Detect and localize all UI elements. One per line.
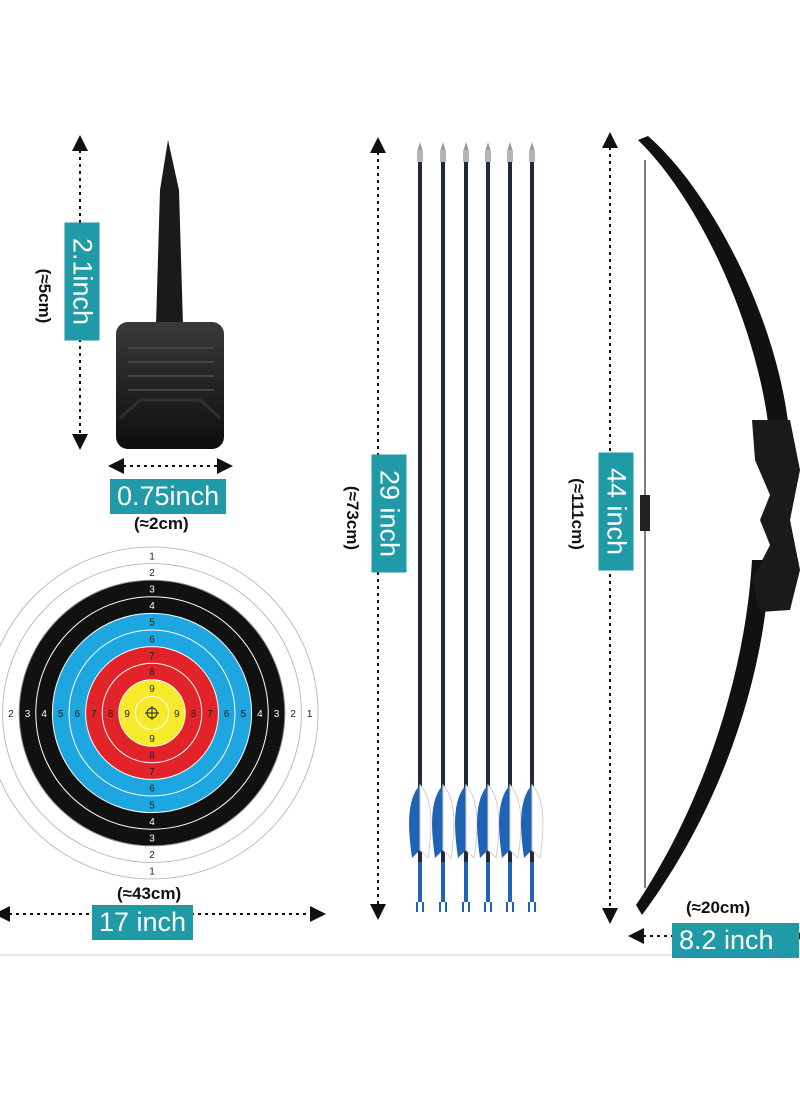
ring-number: 6 (149, 634, 155, 645)
stake-width-metric: (≈2cm) (134, 514, 189, 533)
arrow (455, 142, 478, 912)
arrow (521, 142, 544, 912)
ring-number: 6 (75, 709, 81, 720)
ring-number: 4 (149, 817, 155, 828)
bow-length-metric: (≈111cm) (568, 478, 587, 550)
ring-number: 8 (191, 709, 197, 720)
arrow (477, 142, 500, 912)
ring-number: 1 (307, 709, 313, 720)
ring-number: 7 (149, 767, 155, 778)
ring-number: 5 (58, 709, 64, 720)
ring-number: 7 (91, 709, 97, 720)
arrow-length-metric: (≈73cm) (343, 485, 362, 551)
target-diameter-metric: (≈43cm) (117, 884, 182, 903)
ring-number: 5 (149, 618, 155, 629)
ring-number: 9 (124, 709, 130, 720)
ring-number: 2 (290, 709, 296, 720)
ring-number: 4 (41, 709, 47, 720)
arrow (432, 142, 455, 912)
recurve-bow (636, 136, 800, 915)
ring-number: 6 (149, 784, 155, 795)
ring-number: 9 (149, 684, 155, 695)
ring-number: 5 (241, 709, 247, 720)
ring-number: 8 (108, 709, 114, 720)
arrow-length-label: 29 inch (371, 454, 407, 573)
arrows-group (409, 142, 544, 912)
arrow (499, 142, 522, 912)
ring-number: 2 (8, 709, 14, 720)
ring-number: 8 (149, 668, 155, 679)
ring-number: 9 (174, 709, 180, 720)
ring-number: 1 (149, 551, 155, 562)
arrow (409, 142, 432, 912)
bow-width-metric: (≈20cm) (686, 898, 751, 917)
ring-number: 1 (149, 867, 155, 878)
ring-number: 4 (149, 601, 155, 612)
ring-number: 4 (257, 709, 263, 720)
ring-number: 8 (149, 751, 155, 762)
stake-width-label: 0.75inch (110, 479, 227, 514)
stake-height-metric: (≈5cm) (35, 268, 54, 324)
ground-stake (116, 140, 224, 449)
ring-number: 2 (149, 568, 155, 579)
ring-number: 2 (149, 850, 155, 861)
target-face: 111122223333444455556666777788889999 (0, 546, 319, 880)
stake-height-label: 2.1inch (64, 222, 100, 341)
ring-number: 7 (207, 709, 213, 720)
target-diameter-label: 17 inch (92, 905, 194, 940)
ring-number: 3 (149, 585, 155, 596)
ring-number: 3 (274, 709, 280, 720)
ring-number: 3 (149, 834, 155, 845)
bow-width-label: 8.2 inch (672, 923, 799, 958)
ring-number: 3 (25, 709, 31, 720)
ring-number: 9 (149, 734, 155, 745)
ring-number: 5 (149, 800, 155, 811)
ring-number: 6 (224, 709, 230, 720)
bow-length-label: 44 inch (598, 452, 634, 571)
ring-number: 7 (149, 651, 155, 662)
